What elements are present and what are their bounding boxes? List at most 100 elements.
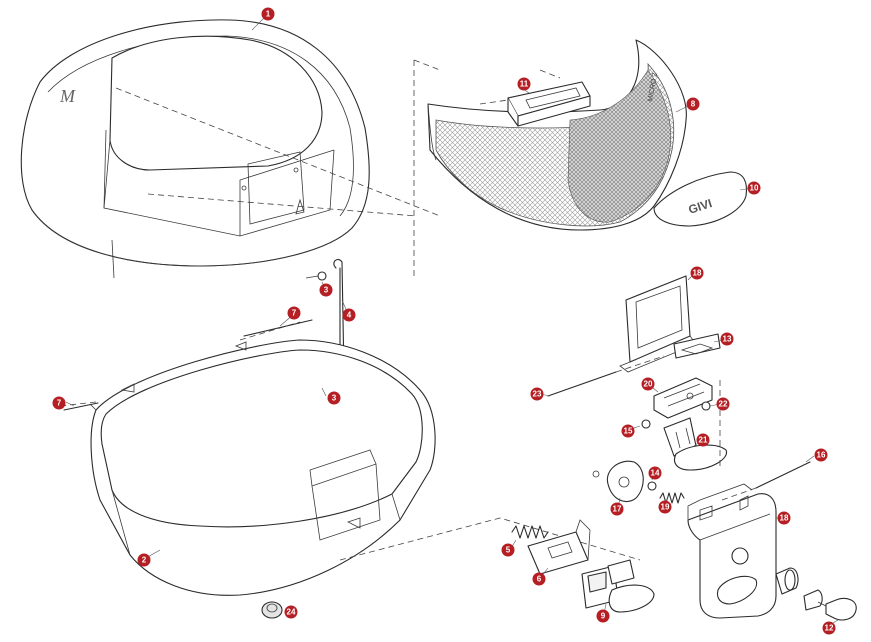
callout-dot xyxy=(777,511,791,525)
callout-label: 8 xyxy=(691,100,696,109)
callout-label: 10 xyxy=(750,184,759,193)
callout-label: 18 xyxy=(693,269,702,278)
callout-dot xyxy=(287,306,301,320)
callout-dot xyxy=(530,387,544,401)
logo-plate-part: GIVI xyxy=(653,171,748,227)
callout-c2: 2 xyxy=(137,553,151,567)
callout-dot xyxy=(641,377,655,391)
callout-dot xyxy=(747,181,761,195)
callout-c14: 14 xyxy=(648,466,662,480)
callout-label: 16 xyxy=(817,451,826,460)
callout-label: 11 xyxy=(520,80,529,89)
callout-dot xyxy=(686,97,700,111)
rod-23-part xyxy=(547,355,665,397)
callout-c1: 1 xyxy=(261,7,275,21)
callout-c15: 15 xyxy=(621,424,635,438)
cam-part xyxy=(592,460,657,502)
callout-c10: 10 xyxy=(747,181,761,195)
callout-c23: 23 xyxy=(530,387,544,401)
callout-c17: 17 xyxy=(610,502,624,516)
callout-label: 23 xyxy=(533,390,542,399)
callout-c5: 5 xyxy=(501,543,515,557)
callout-c8: 8 xyxy=(686,97,700,111)
callout-c7a: 7 xyxy=(52,396,66,410)
callout-dot xyxy=(658,500,672,514)
callout-label: 4 xyxy=(347,311,352,320)
callout-label: 19 xyxy=(661,503,670,512)
callout-c21: 21 xyxy=(696,433,710,447)
callout-c4: 4 xyxy=(342,308,356,322)
callout-dot xyxy=(284,605,298,619)
callout-label: 15 xyxy=(624,427,633,436)
callout-dot xyxy=(814,448,828,462)
latch-plate-part xyxy=(527,519,591,575)
spring-5-part xyxy=(511,525,549,539)
mounting-plate-part xyxy=(619,275,721,373)
latch-block-part xyxy=(581,559,655,613)
reflector-label-text: MICRO 2 xyxy=(647,72,659,102)
callout-dot xyxy=(501,543,515,557)
callout-label: 17 xyxy=(613,505,622,514)
spring-19-part xyxy=(659,492,685,504)
callout-label: 20 xyxy=(644,380,653,389)
callout-dot xyxy=(648,466,662,480)
callout-label: 12 xyxy=(825,624,834,633)
rubber-foot-part xyxy=(261,601,283,619)
callout-c11: 11 xyxy=(517,77,531,91)
callout-label: 18 xyxy=(780,514,789,523)
callout-dot xyxy=(822,621,836,635)
callout-c22: 22 xyxy=(716,397,730,411)
callout-c19: 19 xyxy=(658,500,672,514)
lock-cylinder-part xyxy=(775,567,857,621)
callout-dot xyxy=(716,397,730,411)
callout-dot xyxy=(690,266,704,280)
callout-dot xyxy=(517,77,531,91)
callout-label: 6 xyxy=(537,575,542,584)
callout-label: 21 xyxy=(699,436,708,445)
callout-label: 7 xyxy=(57,399,62,408)
callout-c7b: 7 xyxy=(287,306,301,320)
callout-c9: 9 xyxy=(596,609,610,623)
callout-label: 9 xyxy=(601,612,606,621)
callout-c16: 16 xyxy=(814,448,828,462)
reflector-part: MICRO 2 xyxy=(413,39,687,280)
lock-mechanism-part xyxy=(641,377,728,471)
callout-dot xyxy=(52,396,66,410)
callout-dot xyxy=(610,502,624,516)
callout-dot xyxy=(621,424,635,438)
callout-dot xyxy=(532,572,546,586)
callout-label: 13 xyxy=(723,335,732,344)
pin-parts xyxy=(63,319,313,411)
callout-dot xyxy=(319,283,333,297)
callout-label: 14 xyxy=(651,469,660,478)
callout-c20: 20 xyxy=(641,377,655,391)
callout-label: 22 xyxy=(719,400,728,409)
callout-dot xyxy=(696,433,710,447)
callout-label: 2 xyxy=(142,556,147,565)
callout-c6: 6 xyxy=(532,572,546,586)
callout-label: 7 xyxy=(292,309,297,318)
handle-part xyxy=(479,69,591,127)
callout-label: 24 xyxy=(287,608,296,617)
callout-dot xyxy=(720,332,734,346)
callout-c18b: 18 xyxy=(777,511,791,525)
base-part xyxy=(59,321,641,596)
callout-dot xyxy=(342,308,356,322)
lid-part: M xyxy=(20,19,441,279)
callout-label: 5 xyxy=(506,546,511,555)
callout-c3b: 3 xyxy=(327,391,341,405)
callout-dot xyxy=(596,609,610,623)
callout-c24: 24 xyxy=(284,605,298,619)
callout-label: 3 xyxy=(332,394,337,403)
callout-c13: 13 xyxy=(720,332,734,346)
callout-label: 1 xyxy=(266,10,271,19)
callout-c12: 12 xyxy=(822,621,836,635)
callout-dot xyxy=(261,7,275,21)
rod-16-part xyxy=(721,461,811,501)
lock-housing-part xyxy=(687,483,777,619)
callout-c18a: 18 xyxy=(690,266,704,280)
callout-c3a: 3 xyxy=(319,283,333,297)
callout-dot xyxy=(327,391,341,405)
